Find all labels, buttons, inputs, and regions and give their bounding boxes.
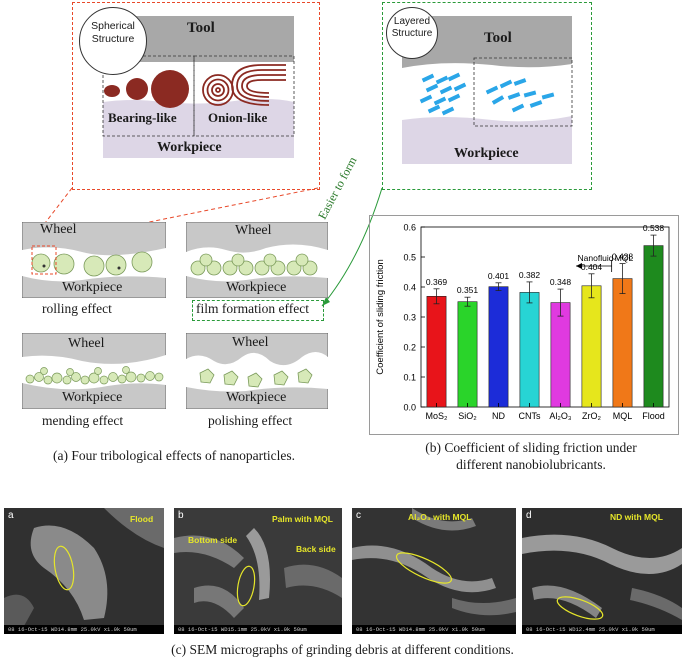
workpiece-label-right: Workpiece [454,146,519,161]
bearing-like-label: Bearing-like [108,110,177,125]
category-label-6: MQL [613,411,633,421]
bar-7 [643,245,664,408]
sem-d-tag: ND with MQL [610,512,663,522]
rolling-effect-panel [22,222,166,298]
category-label-1: SiO₂ [458,411,477,421]
y-tick-label: 0.6 [403,223,416,233]
sem-c-letter: c [356,510,361,521]
film-formation-panel [186,222,328,298]
bar-5 [581,285,602,408]
caption-b-line1: (b) Coefficient of sliding friction unde… [425,440,637,455]
sem-image-b: b Palm with MQL Bottom side Back side 08… [174,508,342,634]
sem-d-footer: 08 16-Oct-15 WD12.4mm 25.0kV x1.0k 50um [522,625,682,634]
film-wheel-label: Wheel [235,223,272,238]
category-label-3: CNTs [519,411,541,421]
film-workpiece-label: Workpiece [226,280,287,295]
category-label-4: Al₂O₃ [549,411,571,421]
mending-effect-label: mending effect [42,413,124,428]
value-label-6: 0.428 [612,252,634,262]
workpiece-block [103,98,294,158]
chart-frame [369,215,679,435]
polishing-effect-panel [186,333,328,409]
layered-structure-circle [386,7,438,59]
particle-large [151,70,189,108]
value-label-4: 0.348 [550,277,572,287]
bar-1 [457,301,478,408]
annotation-arrow-head [576,263,582,269]
sem-b-tag-back: Back side [296,544,336,554]
bar-6 [612,278,633,408]
caption-a: (a) Four tribological effects of nanopar… [53,448,295,463]
particle-medium [126,78,148,100]
layered-zoom-panel [382,2,592,190]
rolling-effect-label: rolling effect [42,301,112,316]
y-tick-label: 0.5 [403,253,416,263]
workpiece-block-right [402,116,572,164]
sem-a-letter: a [8,510,14,521]
value-label-3: 0.382 [519,270,541,280]
tool-block-right [402,16,572,68]
value-label-7: 0.538 [643,223,665,233]
polishing-effect-label: polishing effect [208,413,293,428]
bar-3 [519,292,540,408]
tool-label-left: Tool [187,20,215,36]
onion-like-label: Onion-like [208,110,268,125]
tool-label-right: Tool [484,30,512,46]
value-label-0: 0.369 [426,277,448,287]
sem-a-footer: 08 16-Oct-15 WD14.8mm 25.0kV x1.0k 50um [4,625,164,634]
sem-a-tag: Flood [130,514,154,524]
annotation-nanofluid: Nanofluid [578,253,614,263]
rolling-workpiece-label: Workpiece [62,280,123,295]
particle-small [104,85,120,97]
y-axis-label: Coefficient of sliding friction [375,259,386,374]
category-label-7: Flood [642,411,665,421]
sem-d-letter: d [526,510,532,521]
y-tick-label: 0.0 [403,403,416,413]
layered-zoom-diagram [402,16,573,164]
y-tick-label: 0.4 [403,283,416,293]
rolling-wheel-label: Wheel [40,222,77,237]
spherical-zoom-panel [72,2,320,190]
sem-image-c: c Al₂O₃ with MQL 08 16-Oct-15 WD14.8mm 2… [352,508,516,634]
mending-effect-panel [22,333,166,409]
sem-image-d: d ND with MQL 08 16-Oct-15 WD12.4mm 25.0… [522,508,682,634]
y-tick-label: 0.2 [403,343,416,353]
film-formation-label-box [192,300,324,321]
bar-0 [426,296,447,408]
category-label-0: MoS₂ [426,411,449,421]
sem-c-tag: Al₂O₃ with MQL [408,512,472,522]
onion-particle [202,64,286,106]
sem-b-tag-bottom: Bottom side [188,535,238,545]
layered-flakes [419,72,555,116]
sem-b-letter: b [178,510,184,521]
polishing-wheel-label: Wheel [232,335,269,350]
sem-c-footer: 08 16-Oct-15 WD14.8mm 25.0kV x1.0k 50um [352,625,516,634]
value-label-2: 0.401 [488,271,510,281]
value-label-5: 0.404 [581,262,603,272]
sem-b-footer: 08 16-Oct-15 WD15.1mm 25.0kV x1.0k 50um [174,625,342,634]
mending-wheel-label: Wheel [68,336,105,351]
mending-workpiece-label: Workpiece [62,390,123,405]
bar-4 [550,302,571,408]
caption-c: (c) SEM micrographs of grinding debris a… [171,642,514,657]
y-tick-label: 0.3 [403,313,416,323]
annotation-mql: MQL [615,253,634,263]
spherical-structure-circle [79,7,147,75]
sem-image-a: a Flood 08 16-Oct-15 WD14.8mm 25.0kV x1.… [4,508,164,634]
film-formation-label: film formation effect [196,301,309,316]
category-label-5: ZrO₂ [582,411,601,421]
workpiece-label-left: Workpiece [157,140,222,155]
polishing-workpiece-label: Workpiece [226,390,287,405]
y-tick-label: 0.1 [403,373,416,383]
value-label-1: 0.351 [457,285,479,295]
bar-2 [488,286,509,408]
caption-b-line2: different nanobiolubricants. [456,457,606,472]
sem-b-tag-palm: Palm with MQL [272,514,333,524]
category-label-2: ND [492,411,505,421]
